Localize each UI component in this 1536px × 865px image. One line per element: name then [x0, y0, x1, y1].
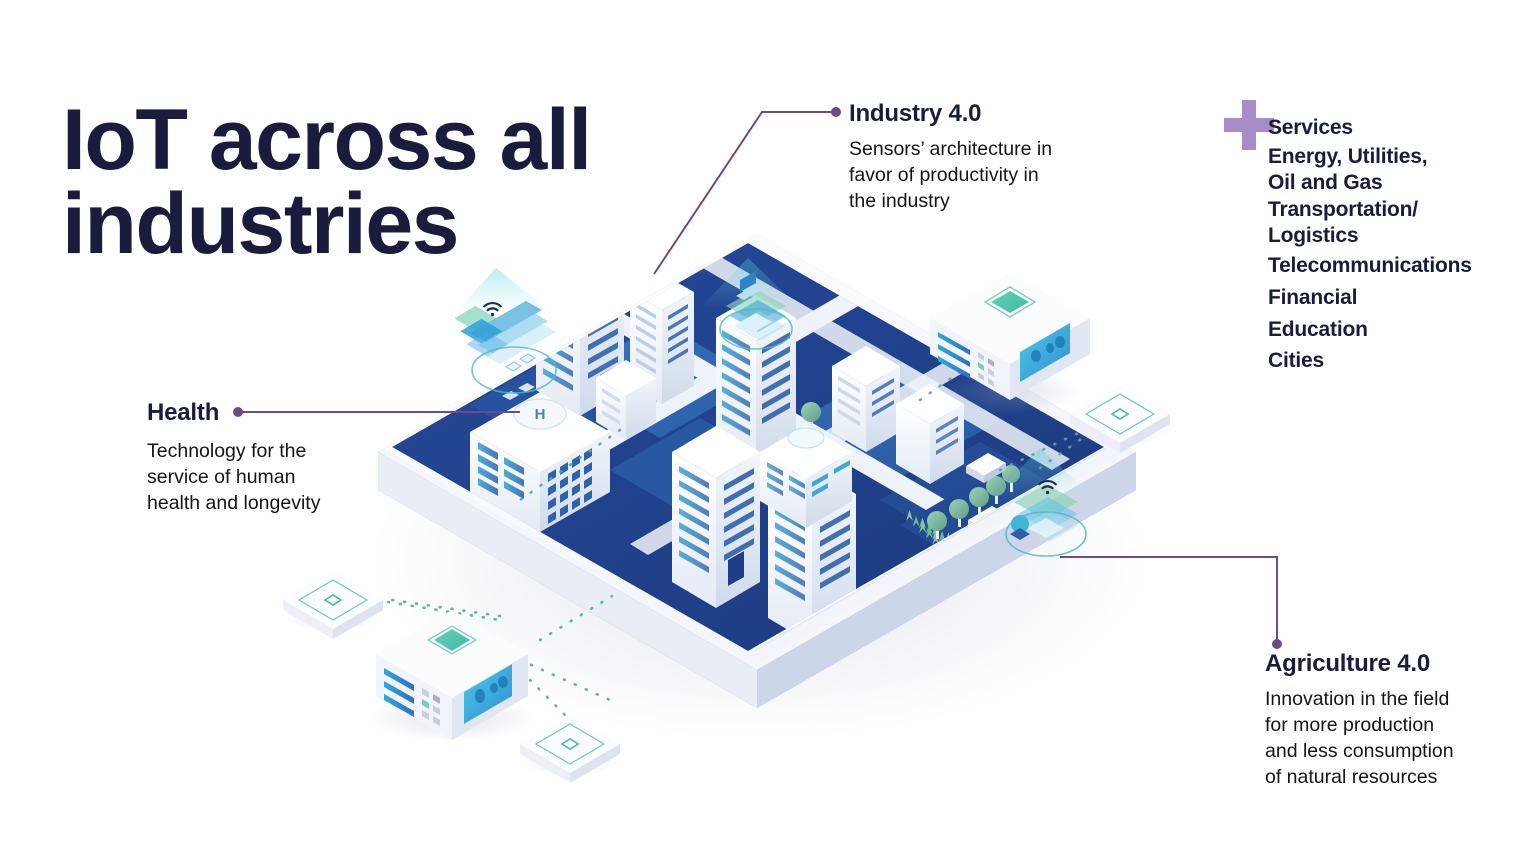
page-title: IoT across all industries — [62, 97, 682, 273]
sensor-tile-node — [520, 715, 620, 783]
callout-industry-body: Sensors’ architecture in favor of produc… — [849, 137, 1094, 215]
callout-industry: Industry 4.0 Sensors’ architecture in fa… — [849, 100, 1094, 215]
services-list-item-transportation: Transportation/ — [1268, 197, 1418, 221]
sensor-tile-node — [1070, 385, 1170, 453]
services-list-item-cities: Cities — [1268, 349, 1324, 373]
office-block — [832, 346, 900, 452]
callout-industry-body-line: the industry — [849, 189, 950, 212]
callout-industry-title: Industry 4.0 — [849, 100, 982, 127]
callout-agriculture-body: Innovation in the field for more product… — [1265, 687, 1505, 791]
services-list-item-telecommunications: Telecommunications — [1268, 253, 1472, 277]
iot-gateway-box-left — [366, 610, 538, 742]
page-title-line-1: IoT across all — [62, 92, 592, 188]
callout-agriculture-body-line: and less consumption — [1265, 739, 1454, 762]
callout-health-body-line: health and longevity — [147, 491, 321, 514]
callout-agriculture-body-line: of natural resources — [1265, 765, 1438, 788]
services-list-item-energy: Energy, Utilities, — [1268, 144, 1428, 168]
iot-gateway-box-right — [930, 272, 1090, 414]
page-title-line-2: industries — [62, 176, 459, 273]
callout-agriculture-title: Agriculture 4.0 — [1265, 650, 1431, 677]
callout-health-body-line: service of human — [147, 465, 296, 488]
office-block — [596, 360, 656, 440]
tech-building — [760, 425, 852, 528]
services-list-item-financial: Financial — [1268, 285, 1358, 309]
callout-health-title: Health — [147, 399, 220, 426]
services-list-item-oil-and-gas: Oil and Gas — [1268, 171, 1383, 195]
services-list-item-education: Education — [1268, 317, 1368, 341]
industry-tower — [716, 295, 796, 468]
callout-health-body-line: Technology for the — [147, 440, 307, 462]
office-tower — [630, 274, 694, 404]
callout-health: Health Technology for the service of hum… — [147, 399, 367, 517]
office-tower — [672, 426, 760, 608]
svg-text:H: H — [535, 406, 546, 423]
sensor-tile-node — [283, 571, 383, 639]
callout-industry-body-line: favor of productivity in — [849, 163, 1039, 186]
callout-agriculture: Agriculture 4.0 Innovation in the field … — [1265, 650, 1505, 791]
callout-agriculture-body-line: for more production — [1265, 713, 1435, 736]
services-list-item-services: Services — [1268, 116, 1353, 139]
services-list-item-logistics: Logistics — [1268, 224, 1359, 248]
callout-health-body: Technology for the service of human heal… — [147, 439, 367, 517]
wifi-beacon-agriculture — [990, 448, 1096, 557]
laptop-beacon-industry — [700, 258, 800, 350]
callout-industry-body-line: Sensors’ architecture in — [849, 138, 1053, 160]
services-list: Services Energy, Utilities, Oil and Gas … — [1268, 112, 1518, 377]
callout-agriculture-body-line: Innovation in the field — [1265, 688, 1450, 710]
